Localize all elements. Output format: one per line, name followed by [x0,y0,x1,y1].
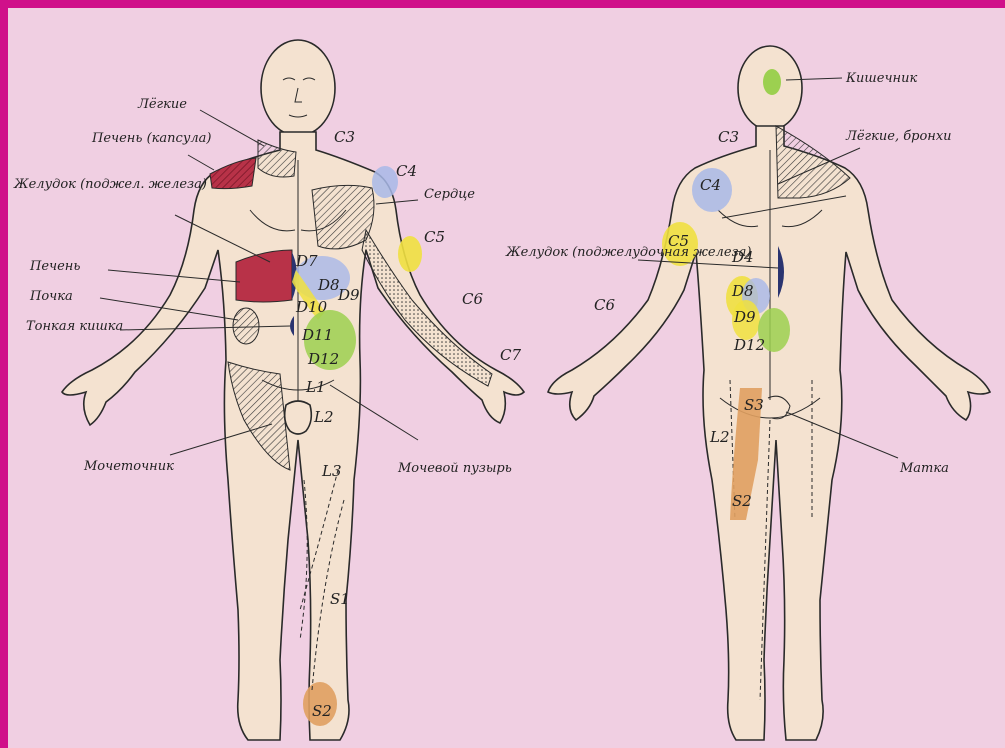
seg-front-d10: D10 [295,298,328,316]
label-stomach-front: Желудок (поджел. железа) [13,177,207,192]
seg-front-d8: D8 [317,276,340,294]
zone-liver-capsule [210,158,256,189]
seg-front-c6: C6 [462,290,483,308]
zone-kidney [233,308,259,344]
label-kidney: Почка [29,289,73,304]
seg-front-c5: C5 [424,228,445,246]
back-figure [548,46,990,740]
label-small-intestine: Тонкая кишка [26,319,123,334]
seg-back-d4: D4 [731,248,754,266]
seg-back-s3: S3 [744,396,764,414]
seg-front-s1: S1 [330,590,350,608]
zone-c5-yellow [398,236,422,272]
seg-back-s2: S2 [732,492,752,510]
seg-back-c3: C3 [718,128,739,146]
seg-front-s2: S2 [312,702,332,720]
seg-front-c7: C7 [500,346,521,364]
seg-front-l3: L3 [321,462,342,480]
seg-back-d9: D9 [733,308,756,326]
seg-front-d9: D9 [337,286,360,304]
zone-c4-blue [372,166,398,198]
zone-intestine-back [763,69,781,95]
label-lungs-front: Лёгкие [137,97,187,112]
label-uterus: Матка [899,461,949,476]
label-liver: Печень [29,259,80,274]
label-lungs-bronchi: Лёгкие, бронхи [845,129,952,144]
label-heart: Сердце [424,187,475,202]
seg-back-c6: C6 [594,296,615,314]
label-ureter: Мочеточник [83,459,174,474]
seg-front-d7: D7 [295,252,318,270]
label-intestine: Кишечник [845,71,917,86]
seg-front-l2: L2 [313,408,334,426]
seg-front-c4: C4 [396,162,417,180]
seg-front-d12: D12 [307,350,339,368]
label-bladder: Мочевой пузырь [397,461,512,476]
seg-back-d12: D12 [733,336,765,354]
seg-front-l1: L1 [305,378,326,396]
seg-front-d11: D11 [301,326,333,344]
seg-front-c3: C3 [334,128,355,146]
label-liver-capsule: Печень (капсула) [91,131,211,146]
label-stomach-back: Желудок (поджелудочная железа) [505,245,751,260]
seg-back-c5: C5 [668,232,689,250]
front-torso [62,132,524,740]
back-torso [548,126,990,740]
seg-back-l2: L2 [709,428,730,446]
seg-back-d8: D8 [731,282,754,300]
seg-back-c4: C4 [700,176,721,194]
